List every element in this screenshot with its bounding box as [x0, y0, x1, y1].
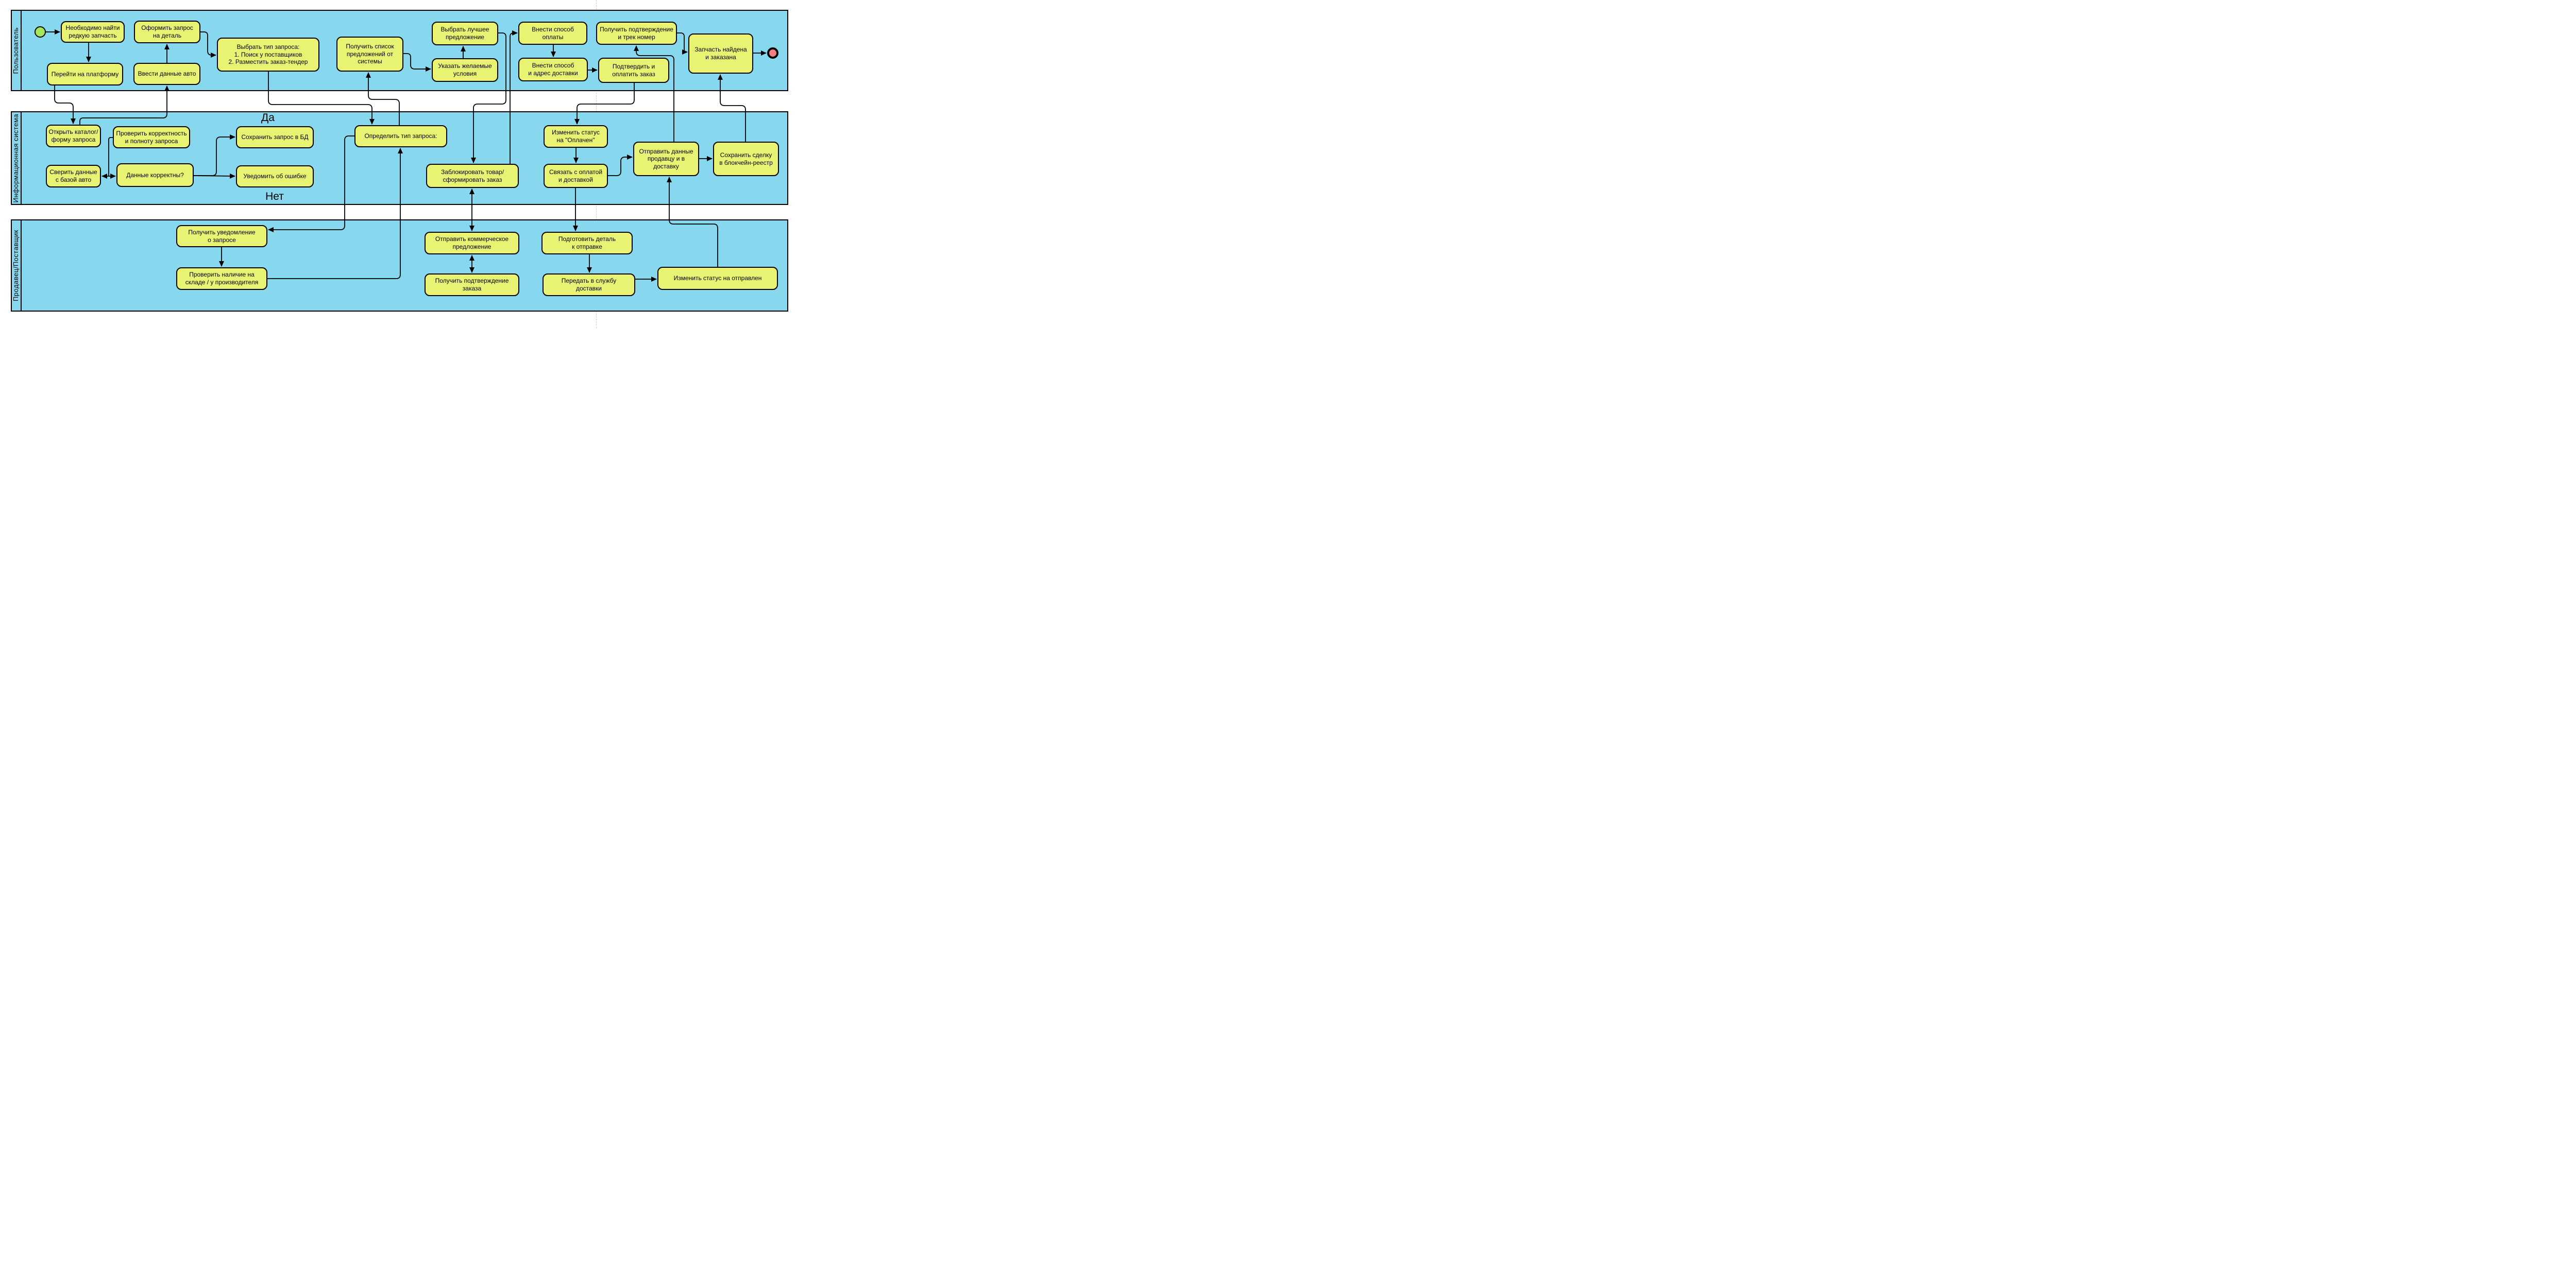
- activity-node-offer: Отправить коммерческое предложение: [425, 232, 519, 254]
- activity-node-prepare: Подготовить деталь к отправке: [541, 232, 633, 254]
- activity-node-enter: Ввести данные авто: [133, 63, 200, 85]
- activity-node-link: Связать с оплатой и доставкой: [544, 164, 608, 188]
- activity-node-deliv: Внести способ и адрес доставки: [518, 58, 588, 81]
- activity-node-error: Уведомить об ошибке: [236, 165, 314, 187]
- activity-node-track: Получить подтверждение и трек номер: [596, 22, 677, 45]
- activity-node-shipped: Изменить статус на отправлен: [657, 267, 778, 290]
- start-event-icon: [35, 26, 46, 38]
- activity-node-goto: Перейти на платформу: [47, 63, 123, 85]
- activity-node-catalog: Открыть каталог/ форму запроса: [46, 125, 101, 147]
- activity-node-list: Получить список предложений от системы: [336, 37, 403, 72]
- lane-title-user: Пользователь: [12, 27, 20, 74]
- activity-node-handoff: Передать в службу доставки: [543, 273, 635, 296]
- activity-node-determine: Определить тип запроса:: [354, 125, 447, 147]
- branch-label-yes: Да: [261, 112, 275, 124]
- activity-node-pay: Внести способ оплаты: [518, 22, 587, 45]
- lane-strip-user: Пользователь: [11, 10, 22, 91]
- activity-node-blockchain: Сохранить сделку в блокчейн-реестр: [713, 142, 779, 176]
- activity-node-best: Выбрать лучшее предложение: [432, 22, 498, 45]
- lane-strip-seller: Продавец/Поставщик: [11, 219, 22, 312]
- lane-title-seller: Продавец/Поставщик: [12, 229, 20, 302]
- activity-node-save: Сохранить запрос в БД: [236, 126, 314, 148]
- activity-node-verify: Сверить данные с базой авто: [46, 165, 101, 187]
- end-event-icon: [767, 47, 778, 59]
- activity-node-notify: Получить уведомление о запросе: [176, 225, 267, 247]
- activity-node-confirm: Подтвердить и оплатить заказ: [598, 58, 669, 83]
- activity-node-found: Запчасть найдена и заказана: [688, 33, 753, 74]
- activity-node-type: Выбрать тип запроса: 1. Поиск у поставщи…: [217, 38, 319, 72]
- activity-node-check: Проверить корректность и полноту запроса: [113, 126, 190, 148]
- lane-seller: [11, 219, 788, 312]
- activity-node-stock: Проверить наличие на складе / у производ…: [176, 267, 267, 290]
- activity-node-status: Изменить статус на "Оплачен": [544, 125, 608, 148]
- activity-node-block: Заблокировать товар/ сформировать заказ: [426, 164, 519, 188]
- activity-node-orderconf: Получить подтверждение заказа: [425, 273, 519, 296]
- activity-node-cond: Указать желаемые условия: [432, 58, 498, 82]
- activity-node-form: Оформить запрос на деталь: [134, 21, 200, 43]
- lane-strip-system: Информационная система: [11, 111, 22, 205]
- activity-node-senddata: Отправить данные продавцу и в доставку: [633, 142, 699, 176]
- lane-title-system: Информационная система: [12, 113, 20, 203]
- branch-label-no: Нет: [265, 191, 284, 202]
- activity-node-need: Необходимо найти редкую запчасть: [61, 21, 125, 43]
- activity-node-correct: Данные корректны?: [116, 163, 194, 187]
